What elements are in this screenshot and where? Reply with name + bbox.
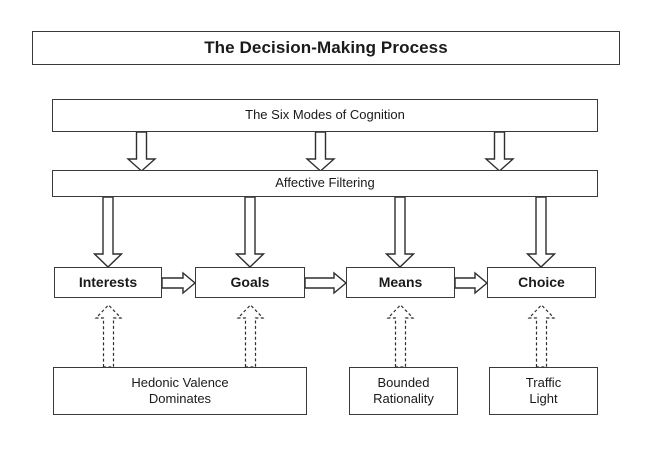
cognition-box: The Six Modes of Cognition bbox=[52, 99, 598, 132]
dashed-arrow-bounded-to-means bbox=[386, 304, 415, 368]
support-label-hedonic-line1: Hedonic Valence bbox=[131, 374, 229, 390]
block-arrow-filtering-to-choice bbox=[525, 196, 557, 268]
dashed-arrow-hedonic-to-interests bbox=[94, 304, 123, 368]
support-box-bounded-rationality: Bounded Rationality bbox=[349, 367, 458, 415]
stage-box-means: Means bbox=[346, 267, 455, 298]
stage-label-goals: Goals bbox=[230, 273, 270, 290]
support-box-hedonic-valence: Hedonic Valence Dominates bbox=[53, 367, 307, 415]
support-label-traffic-line1: Traffic bbox=[525, 374, 562, 390]
block-arrow-interests-to-goals bbox=[161, 271, 197, 295]
block-arrow-goals-to-means bbox=[304, 271, 348, 295]
dashed-arrow-traffic-to-choice bbox=[527, 304, 556, 368]
block-arrow-cognition-to-filtering-3 bbox=[484, 131, 515, 172]
block-arrow-filtering-to-goals bbox=[234, 196, 266, 268]
affective-filtering-label: Affective Filtering bbox=[275, 175, 375, 191]
page-title: The Decision-Making Process bbox=[204, 38, 448, 58]
block-arrow-filtering-to-interests bbox=[92, 196, 124, 268]
stage-box-interests: Interests bbox=[54, 267, 162, 298]
affective-filtering-box: Affective Filtering bbox=[52, 170, 598, 197]
block-arrow-cognition-to-filtering-1 bbox=[126, 131, 157, 172]
stage-box-goals: Goals bbox=[195, 267, 305, 298]
support-label-bounded-line1: Bounded bbox=[377, 374, 430, 390]
block-arrow-means-to-choice bbox=[454, 271, 489, 295]
stage-label-means: Means bbox=[378, 273, 423, 290]
block-arrow-filtering-to-means bbox=[384, 196, 416, 268]
support-label-hedonic-line2: Dominates bbox=[148, 391, 212, 406]
diagram-title-box: The Decision-Making Process bbox=[32, 31, 620, 65]
support-box-traffic-light: Traffic Light bbox=[489, 367, 598, 415]
cognition-label: The Six Modes of Cognition bbox=[245, 107, 405, 123]
support-label-traffic-line2: Light bbox=[529, 391, 558, 406]
support-label-bounded-line2: Rationality bbox=[373, 391, 434, 406]
dashed-arrow-hedonic-to-goals bbox=[236, 304, 265, 368]
stage-label-interests: Interests bbox=[78, 273, 138, 290]
stage-label-choice: Choice bbox=[518, 273, 565, 290]
block-arrow-cognition-to-filtering-2 bbox=[305, 131, 336, 172]
stage-box-choice: Choice bbox=[487, 267, 596, 298]
